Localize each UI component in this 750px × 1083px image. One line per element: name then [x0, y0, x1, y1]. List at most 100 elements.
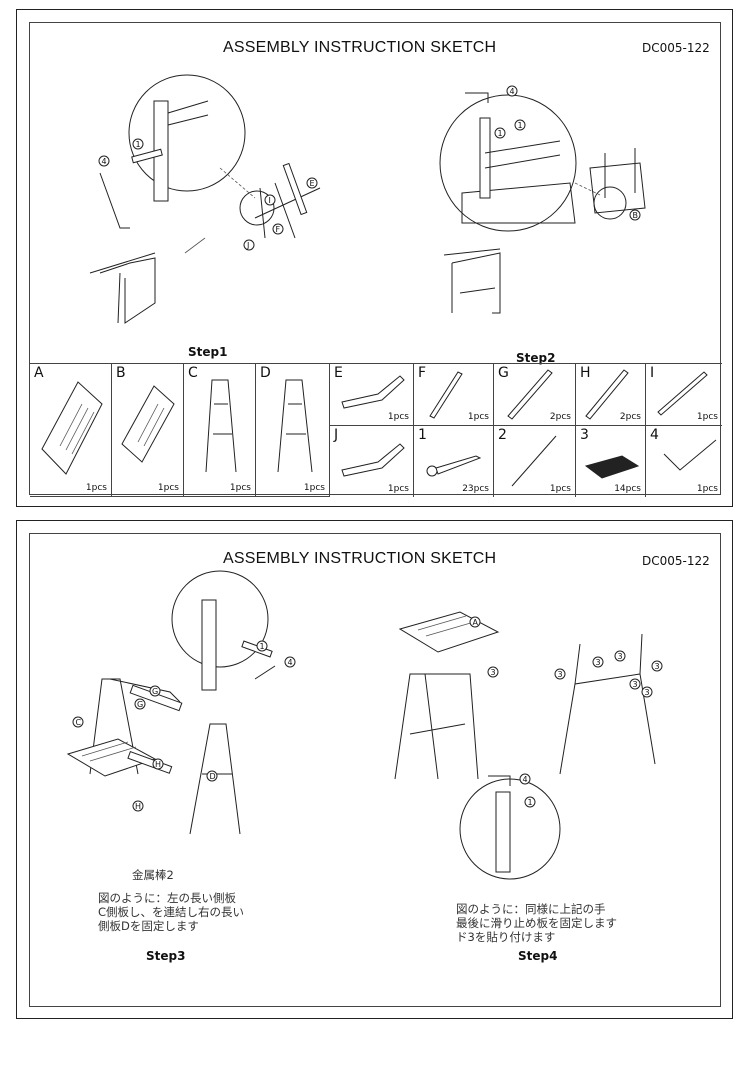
- step4-callout-3b: 3: [558, 670, 563, 679]
- part-label-j: J: [334, 427, 339, 443]
- step2-callout-1a: 1: [518, 121, 523, 130]
- part-qty-3: 14pcs: [614, 484, 641, 494]
- part-qty-d: 1pcs: [303, 483, 325, 493]
- part-qty-2: 1pcs: [549, 484, 571, 494]
- allen-key-part-illustration: [663, 439, 717, 471]
- assembled-frame-illustration: [89, 252, 156, 324]
- step4-callout-3d: 3: [618, 652, 623, 661]
- part-cell-f: F 1pcs: [414, 364, 494, 426]
- step4-allen-key: [488, 775, 511, 786]
- part-qty-f: 1pcs: [467, 412, 489, 422]
- part-cell-3: 3 14pcs: [576, 426, 646, 497]
- direction-arrow: [184, 237, 206, 254]
- part-label-3: 3: [580, 427, 589, 443]
- part-cell-a: A 1pcs: [30, 364, 112, 497]
- step1-illustration: 1 4 E I J F: [89, 74, 321, 324]
- step4-note-line2: 最後に滑り止め板を固定します: [456, 916, 617, 930]
- part-cell-h: H 2pcs: [576, 364, 646, 426]
- step2-callout-b: B: [633, 211, 639, 220]
- part-qty-h: 2pcs: [619, 412, 641, 422]
- step2-post-illustration: [479, 117, 491, 199]
- step2-assembled-illustration: [589, 148, 646, 214]
- step3-note-line1: 図のように：左の長い側板: [98, 891, 236, 905]
- part-label-e: E: [334, 365, 343, 381]
- part-label-4: 4: [650, 427, 659, 443]
- step3-note-rod: 金属棒2: [132, 868, 174, 882]
- part-cell-g: G 2pcs: [494, 364, 576, 426]
- part-qty-1: 23pcs: [462, 484, 489, 494]
- part-qty-b: 1pcs: [157, 483, 179, 493]
- step4-callout-3c: 3: [596, 658, 601, 667]
- part-cell-1: 1 23pcs: [414, 426, 494, 497]
- step3-note-line2: C側板し、を連結し右の長い: [98, 905, 245, 919]
- step3-label: Step3: [146, 949, 186, 963]
- part-label-h: H: [580, 365, 591, 381]
- step4-label: Step4: [518, 949, 558, 963]
- step2-label: Step2: [516, 351, 556, 365]
- part-cell-d: D 1pcs: [256, 364, 330, 497]
- callout-4: 4: [102, 157, 107, 166]
- step4-callout-3a: 3: [491, 668, 496, 677]
- part-label-f: F: [418, 365, 427, 381]
- part-qty-e: 1pcs: [387, 412, 409, 422]
- step3-note-line3: 側板Dを固定します: [98, 919, 199, 933]
- step3-callout-1: 1: [260, 642, 265, 651]
- part-label-i: I: [650, 365, 655, 381]
- part-d-illustration: [277, 379, 313, 473]
- step3-callout-4: 4: [288, 658, 293, 667]
- instruction-sheet-2: ASSEMBLY INSTRUCTION SKETCH DC005-122 G …: [16, 520, 733, 1019]
- sheet-2-title: ASSEMBLY INSTRUCTION SKETCH: [223, 550, 497, 567]
- part-cell-e: E 1pcs: [330, 364, 414, 426]
- step1-label: Step1: [188, 345, 228, 359]
- step3-illustration: G G C H H 1 4 D: [66, 570, 296, 835]
- part-b-illustration: [121, 385, 175, 463]
- step3-callout-g2: G: [137, 700, 143, 709]
- part-cell-2: 2 1pcs: [494, 426, 576, 497]
- step3-callout-c: C: [76, 718, 82, 727]
- step2-illustration: 4 1 1 B: [439, 85, 646, 314]
- part-label-a: A: [34, 365, 44, 381]
- part-label-d: D: [260, 365, 271, 381]
- part-a-illustration: [41, 381, 103, 475]
- part-qty-a: 1pcs: [85, 483, 107, 493]
- callout-1-circle: [132, 138, 144, 150]
- step4-callout-a: A: [473, 618, 479, 627]
- callout-f: F: [276, 225, 281, 234]
- part-qty-j: 1pcs: [387, 484, 409, 494]
- part-label-2: 2: [498, 427, 507, 443]
- part-f-illustration: [429, 371, 463, 419]
- step4-callout-3g: 3: [645, 688, 650, 697]
- seat-board-a-illustration: [398, 611, 500, 653]
- step3-screw: [241, 640, 273, 658]
- step3-callout-h1: H: [155, 760, 161, 769]
- sheet-1-title: ASSEMBLY INSTRUCTION SKETCH: [223, 39, 497, 56]
- part-cell-b: B 1pcs: [112, 364, 184, 497]
- callout-1: 1: [136, 140, 141, 149]
- part-i-illustration: [657, 371, 708, 416]
- part-label-c: C: [188, 365, 198, 381]
- part-h-illustration: [585, 369, 629, 420]
- callout-4-circle: [98, 155, 110, 167]
- anti-slip-pad-illustration: [584, 455, 640, 479]
- callout-i: I: [269, 196, 271, 205]
- step2-allen-key: [465, 92, 489, 103]
- step4-stool-illustration: [394, 673, 479, 780]
- callout-j: J: [246, 241, 249, 250]
- screw-illustration: [131, 148, 163, 164]
- part-cell-c: C 1pcs: [184, 364, 256, 497]
- step4-note-line3: ド3を貼り付けます: [456, 930, 556, 944]
- part-j-illustration: [341, 443, 405, 477]
- sheet-1-code: DC005-122: [642, 41, 710, 55]
- step4-inverted-stool-illustration: [559, 633, 656, 775]
- sheet-2-code: DC005-122: [642, 554, 710, 568]
- step4-illustration: A 3 3 3 3 3 3 3 4 1: [394, 611, 663, 880]
- seat-board-illustration: [461, 182, 576, 224]
- parts-table: A 1pcs B 1pcs C 1pcs: [30, 363, 722, 497]
- step3-allen-key: [254, 665, 276, 680]
- step2-stool-illustration: [443, 248, 501, 314]
- allen-key-illustration: [99, 172, 130, 229]
- step3-callout-d: D: [210, 772, 216, 781]
- metal-rod-illustration: [511, 435, 557, 487]
- part-cell-i: I 1pcs: [646, 364, 722, 426]
- part-e-illustration: [282, 162, 308, 216]
